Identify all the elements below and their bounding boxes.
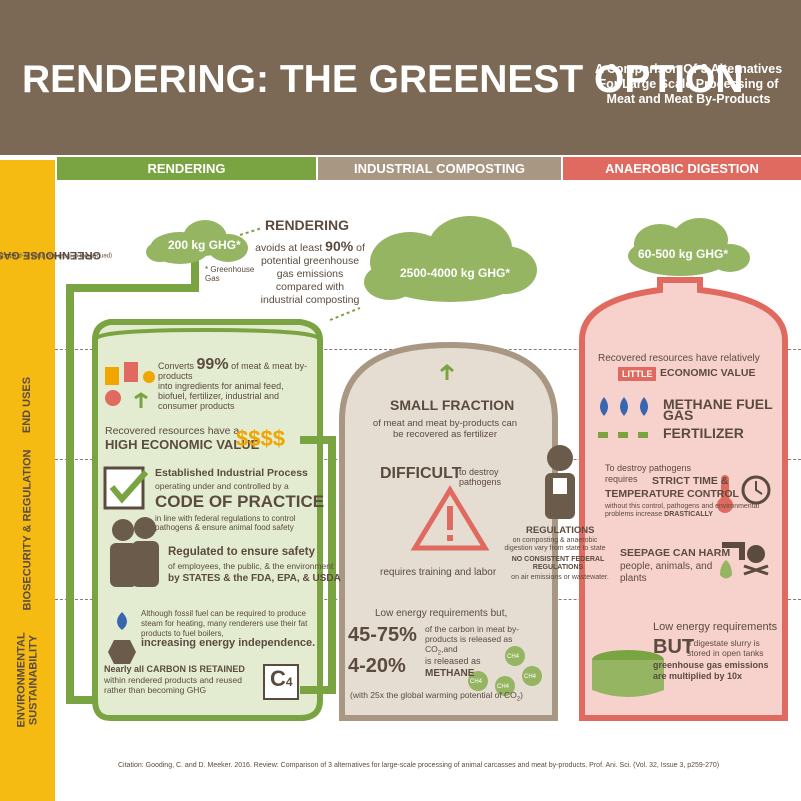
composting-pct1-rest: of the carbon in meat by-products is rel… <box>425 624 520 657</box>
anaerobic-without: without this control, pathogens and envi… <box>605 503 760 518</box>
rendering-operating: operating under and controlled by a <box>155 481 289 491</box>
anaerobic-gh: greenhouse gas emissions are multiplied … <box>653 660 769 681</box>
page-title: RENDERING: THE GREENEST OPTION <box>22 58 744 101</box>
composting-training: requires training and labor <box>380 567 497 578</box>
rendering-by-states: by STATES & the FDA, EPA, & USDA <box>168 573 341 584</box>
anaerobic-strict: STRICT TIME & <box>652 475 729 487</box>
anaerobic-low-energy: Low energy requirements <box>653 621 778 633</box>
rendering-fossil: Although fossil fuel can be required to … <box>141 609 308 638</box>
anaerobic-digester <box>579 277 788 721</box>
ch4-label: CH4 <box>470 679 483 685</box>
composting-low-energy: Low energy requirements but, <box>375 608 508 619</box>
anaerobic-but-rest: if digestate slurry is stored in open ta… <box>687 638 764 658</box>
composting-potential: (with 25x the global warming potential o… <box>350 690 523 703</box>
anaerobic-but: BUT <box>653 636 695 658</box>
product-icon <box>105 367 119 385</box>
rendering-tank <box>92 319 323 721</box>
no-federal-regulations: NO CONSISTENT FEDERAL REGULATIONS <box>511 556 605 571</box>
sprout-icon <box>440 364 454 380</box>
column-header-composting: INDUSTRIAL COMPOSTING <box>318 157 561 180</box>
anaerobic-destroy: To destroy pathogens requires <box>605 463 692 484</box>
skull-icon <box>747 545 765 563</box>
rendering-carbon-rest: within rendered products and reused rath… <box>104 675 242 695</box>
column-header-rendering: RENDERING <box>57 157 316 180</box>
composting-methane: METHANE <box>425 668 475 679</box>
checklist-icon <box>103 466 145 510</box>
rendering-callout-title: RENDERING <box>265 217 350 233</box>
cloud-anaerobic <box>628 218 750 276</box>
methane-fuel-gas: METHANE FUEL GAS <box>663 396 773 423</box>
ch4-label: CH4 <box>524 674 537 680</box>
anaerobic-little: LITTLE <box>622 369 653 379</box>
fertilizer-sprout-icons <box>598 432 648 438</box>
anaerobic-temp: TEMPERATURE CONTROL <box>605 488 739 500</box>
ch4-label: CH4 <box>497 684 510 690</box>
rendering-high-value: HIGH ECONOMIC VALUE <box>105 437 260 452</box>
anaerobic-econ: ECONOMIC VALUE <box>660 367 756 379</box>
dollar-signs: $$$$ <box>236 426 285 451</box>
ch4-label: CH4 <box>507 654 520 660</box>
rendering-established: Established Industrial Process <box>155 467 308 479</box>
methane-flame-icons <box>600 397 648 416</box>
rendering-code-rest: in line with federal regulations to cont… <box>155 514 296 532</box>
composting-small-rest: of meat and meat by-products can be reco… <box>372 418 518 440</box>
anaerobic-seepage-rest: people, animals, and plants <box>620 561 713 584</box>
anaerobic-fertilizer: FERTILIZER <box>663 425 744 441</box>
regulations-title: REGULATIONS <box>526 525 595 536</box>
flame-icon <box>117 612 127 630</box>
composting-difficult-rest: to destroy pathogens <box>459 467 502 487</box>
anaerobic-recovered: Recovered resources have relatively <box>598 353 760 364</box>
regulations-rest: on composting & anaerobic digestion vary… <box>504 537 606 552</box>
rendering-code: CODE OF PRACTICE <box>155 492 325 511</box>
cloud-rendering <box>146 220 248 264</box>
thermometer-icon <box>721 475 729 503</box>
composting-pct1: 45-75% <box>348 624 417 646</box>
row-label-sidebar: GREENHOUSE GAS PRODUCED(per 1000kg of me… <box>0 160 112 801</box>
anaerobic-ghg-value: 60-500 kg GHG* <box>638 247 729 261</box>
rendering-callout: avoids at least 90% of potential greenho… <box>255 238 365 306</box>
carbon-icon <box>263 664 299 700</box>
page-subtitle: A Comparison Of 3 Alternatives For Large… <box>594 62 783 106</box>
rendering-energy-independence: increasing energy independence. <box>141 637 316 649</box>
composting-small-fraction: SMALL FRACTION <box>390 397 515 413</box>
rendering-pipe <box>66 242 199 704</box>
composting-ghg-value: 2500-4000 kg GHG* <box>400 266 511 280</box>
faucet-icon <box>722 542 745 560</box>
rendering-ghg-value: 200 kg GHG* <box>168 238 241 252</box>
composting-pile <box>339 341 558 721</box>
rendering-regulated-sub: of employees, the public, & the environm… <box>168 561 334 571</box>
rendering-regulated: Regulated to ensure safety <box>168 546 315 558</box>
rendering-recovered: Recovered resources have a <box>105 425 240 437</box>
worker-icons <box>110 445 575 587</box>
regulations-emissions: on air emissions or wastewater. <box>511 574 609 581</box>
header-banner <box>0 0 801 155</box>
warning-icon <box>410 485 490 551</box>
cloud-composting <box>364 216 537 302</box>
rendering-carbon: Nearly all CARBON IS RETAINED <box>104 664 245 674</box>
clock-icon <box>741 475 771 505</box>
composting-pct2: 4-20% <box>348 655 406 677</box>
composting-difficult: DIFFICULT <box>380 465 462 482</box>
c4-label: C4 <box>270 666 293 691</box>
column-header-anaerobic: ANAEROBIC DIGESTION <box>563 157 801 180</box>
citation: Citation: Gooding, C. and D. Meeker. 201… <box>118 762 720 769</box>
anaerobic-seepage: SEEPAGE CAN HARM <box>620 547 731 559</box>
composting-pct2-rest: is released as <box>425 656 481 666</box>
ghg-footnote: * Greenhouse Gas <box>205 265 255 283</box>
fat-fuel-icon <box>108 640 136 664</box>
